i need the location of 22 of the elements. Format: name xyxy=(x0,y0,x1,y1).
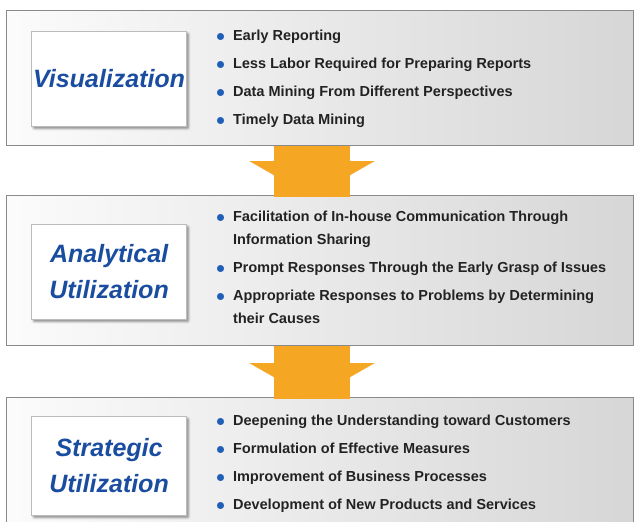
bullet-item: Early Reporting xyxy=(217,25,629,48)
stage-panel xyxy=(6,10,634,146)
bullet-item: Facilitation of In-house Communication Through Information Sharing xyxy=(217,206,629,252)
bullet-item: Improvement of Business Processes xyxy=(217,466,629,489)
stage-title-box xyxy=(31,416,187,516)
flow-arrow xyxy=(249,146,375,197)
bullet-item: Less Labor Required for Preparing Reports xyxy=(217,53,629,76)
bullet-item: Appropriate Responses to Problems by Determining their Causes xyxy=(217,285,629,331)
stage-panel xyxy=(6,195,634,346)
stage-title-box xyxy=(31,224,187,320)
stage-title: Visualization xyxy=(33,64,185,95)
stage-title: Strategic Utilization xyxy=(48,433,170,500)
flow-arrow xyxy=(249,346,375,399)
stage-panel xyxy=(6,397,634,522)
stage-title: Analytical Utilization xyxy=(48,239,170,306)
bullet-item: Data Mining From Different Perspectives xyxy=(217,81,629,104)
bullet-item: Deepening the Understanding toward Customers xyxy=(217,410,629,433)
bullet-item: Timely Data Mining xyxy=(217,109,629,132)
bullet-item: Formulation of Effective Measures xyxy=(217,438,629,461)
bullet-item: Prompt Responses Through the Early Grasp of Issues xyxy=(217,257,629,280)
bullet-item: Development of New Products and Services xyxy=(217,494,629,517)
stage-title-box xyxy=(31,31,187,127)
